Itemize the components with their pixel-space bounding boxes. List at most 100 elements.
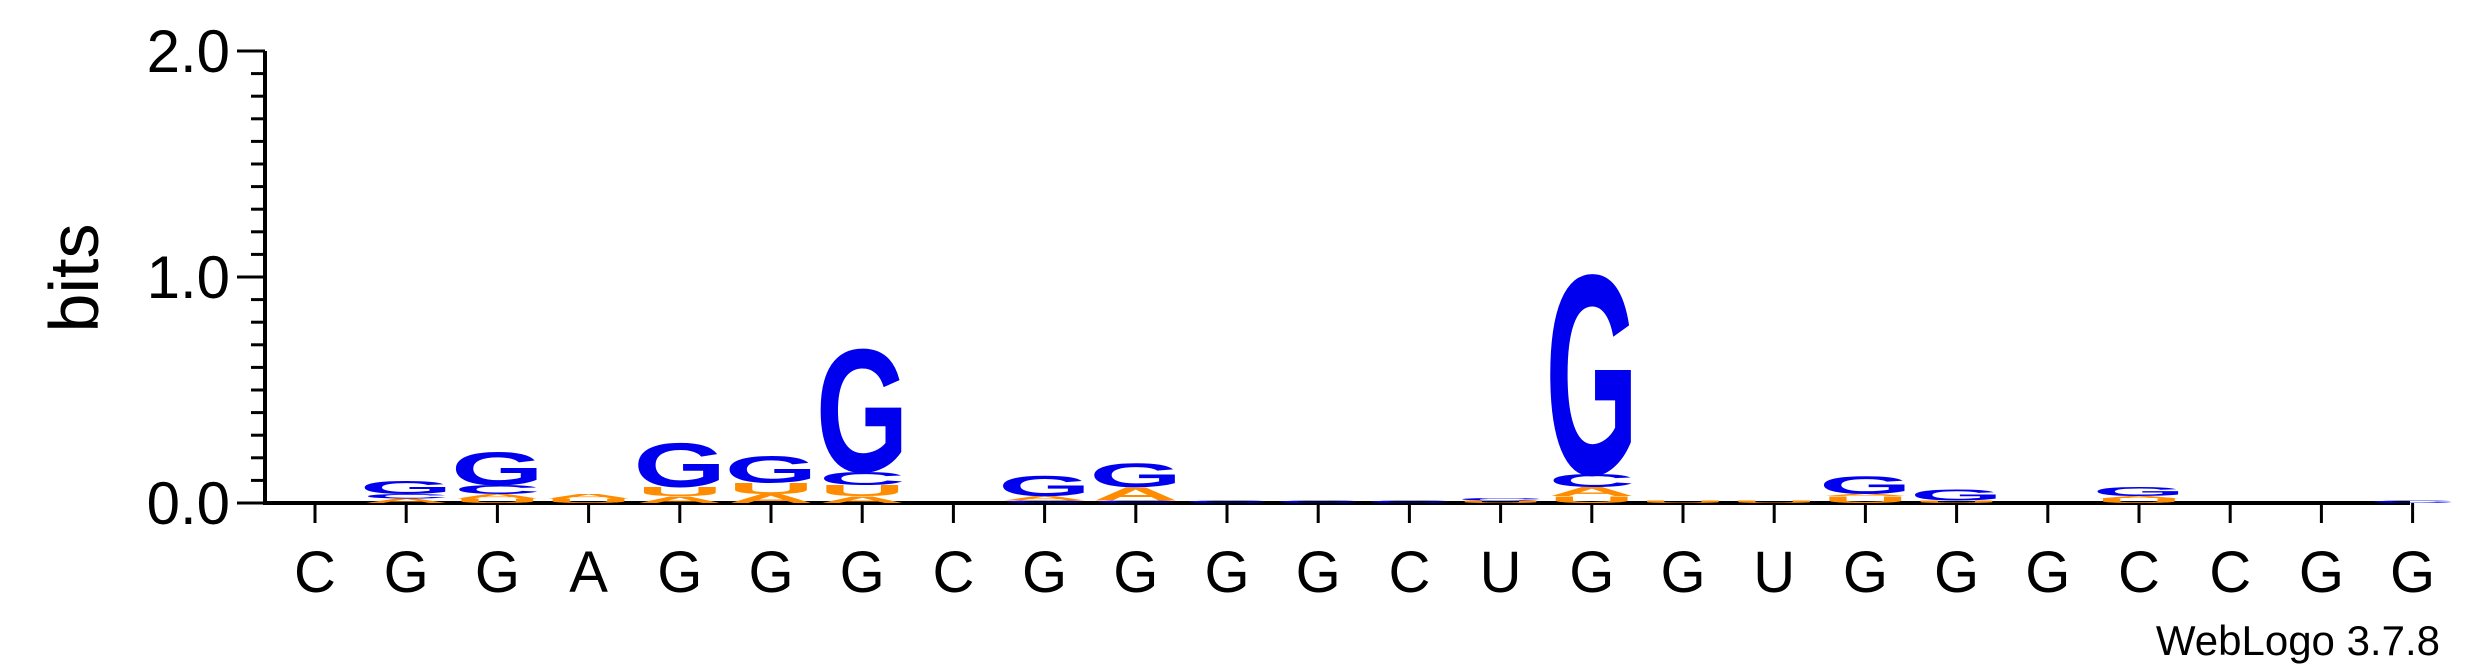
svg-text:C: C — [1366, 500, 1452, 503]
svg-text:G: G — [360, 477, 453, 498]
svg-text:A: A — [728, 492, 814, 506]
svg-text:C: C — [2369, 500, 2455, 503]
svg-text:U: U — [454, 497, 540, 504]
logo-letter-C: C — [1549, 470, 1635, 491]
logo-letter-C: C — [1001, 500, 1087, 503]
svg-text:C: C — [1093, 500, 1179, 503]
y-axis: 0.0 1.0 2.0 — [147, 18, 267, 537]
svg-text:U: U — [1457, 500, 1543, 503]
x-tick-label: G — [384, 540, 429, 605]
svg-text:U: U — [637, 485, 723, 499]
logo-letter-C: C — [1093, 500, 1179, 503]
x-tick-label: C — [932, 540, 974, 605]
svg-text:C: C — [1001, 500, 1087, 503]
svg-text:A: A — [1549, 485, 1635, 499]
y-tick-label: 2.0 — [147, 18, 230, 85]
logo-letter-U: U — [1822, 494, 1908, 505]
logo-letter-A: A — [454, 493, 540, 500]
x-tick-label: G — [1296, 540, 1341, 605]
logo-letter-C: C — [363, 493, 449, 500]
svg-text:A: A — [637, 494, 723, 505]
logo-letter-C: C — [819, 468, 905, 489]
svg-text:G: G — [1910, 487, 2003, 505]
x-tick-label: C — [2209, 540, 2251, 605]
logo-letter-U: U — [637, 485, 723, 499]
logo-letter-G: G — [816, 312, 909, 509]
svg-text:G: G — [451, 443, 544, 495]
x-tick-label: G — [840, 540, 885, 605]
weblogo-credit: WebLogo 3.7.8 — [2156, 617, 2440, 664]
svg-text:A: A — [454, 493, 540, 500]
svg-text:A: A — [1822, 493, 1908, 496]
logo-letter-A: A — [1822, 493, 1908, 496]
x-tick-label: G — [1660, 540, 1705, 605]
svg-text:G: G — [816, 312, 909, 509]
svg-text:U: U — [1731, 500, 1817, 503]
x-tick-label: G — [657, 540, 702, 605]
svg-text:A: A — [545, 493, 631, 500]
svg-text:U: U — [2096, 497, 2182, 504]
logo-letter-G: G — [725, 449, 818, 491]
x-tick-label: G — [2025, 540, 2070, 605]
x-tick-label: G — [1934, 540, 1979, 605]
logo-letter-C: C — [2369, 500, 2455, 503]
x-tick-label: U — [1753, 540, 1795, 605]
logo-letter-A: A — [819, 494, 905, 505]
logo-letter-U: U — [1640, 500, 1726, 503]
logo-letter-U: U — [545, 497, 631, 504]
svg-text:A: A — [1001, 495, 1087, 502]
logo-letter-G: G — [998, 471, 1091, 503]
svg-text:C: C — [1549, 470, 1635, 491]
x-tick-label: C — [1388, 540, 1430, 605]
svg-text:U: U — [1913, 500, 1999, 503]
svg-text:U: U — [819, 482, 905, 500]
logo-letter-U: U — [1913, 500, 1999, 503]
logo-letter-G: G — [451, 443, 544, 495]
y-tick-label: 0.0 — [147, 470, 230, 537]
svg-text:C: C — [454, 483, 540, 497]
logo-letter-U: U — [1731, 500, 1817, 503]
svg-text:U: U — [1549, 494, 1635, 505]
logo-letter-G: G — [1089, 456, 1182, 495]
x-tick-label: G — [1569, 540, 1614, 605]
logo-letter-G: G — [2093, 485, 2186, 499]
logo-letter-C: C — [454, 483, 540, 497]
logo-letter-A: A — [1001, 495, 1087, 502]
logo-letter-C: C — [1366, 500, 1452, 503]
x-tick-label: G — [2390, 540, 2435, 605]
svg-text:G: G — [725, 449, 818, 491]
x-tick-label: G — [2299, 540, 2344, 605]
logo-letter-A: A — [728, 492, 814, 506]
y-tick-label: 1.0 — [147, 244, 230, 311]
svg-text:G: G — [998, 471, 1091, 503]
svg-text:G: G — [2093, 485, 2186, 499]
svg-text:C: C — [1184, 500, 1270, 503]
logo-letter-A: A — [545, 493, 631, 500]
svg-text:U: U — [1640, 500, 1726, 503]
logo-letter-G: G — [360, 477, 453, 498]
logo-letter-A: A — [1549, 485, 1635, 499]
svg-text:C: C — [363, 493, 449, 500]
logo-letter-G: G — [1910, 487, 2003, 505]
logo-letter-U: U — [728, 480, 814, 498]
x-tick-label: C — [2118, 540, 2160, 605]
logo-letter-U: U — [819, 482, 905, 500]
logo-letter-U: U — [1457, 500, 1543, 503]
x-tick-label: G — [475, 540, 520, 605]
logo-letter-A: A — [2096, 496, 2182, 499]
logo-letter-G: G — [1545, 217, 1638, 535]
logo-letter-C: C — [1457, 498, 1543, 501]
logo-letter-G: G — [633, 431, 726, 501]
logo-letter-U: U — [454, 497, 540, 504]
svg-text:A: A — [363, 497, 449, 504]
x-tick-label: G — [1843, 540, 1888, 605]
svg-text:G: G — [1089, 456, 1182, 495]
logo-letter-A: A — [637, 494, 723, 505]
x-tick-label: G — [1204, 540, 1249, 605]
svg-text:C: C — [1457, 498, 1543, 501]
svg-text:U: U — [1822, 494, 1908, 505]
svg-text:G: G — [1819, 472, 1912, 500]
